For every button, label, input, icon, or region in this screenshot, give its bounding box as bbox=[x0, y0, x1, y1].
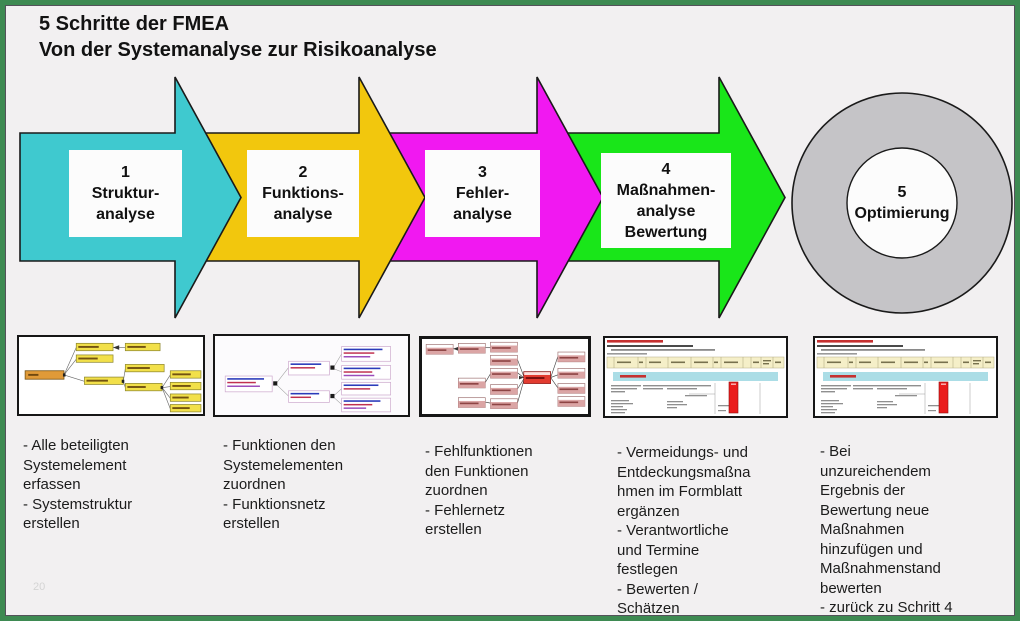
step-4-thumbnail-fmea-form bbox=[603, 336, 788, 418]
failure-net-graphic bbox=[422, 339, 588, 414]
step-4-label: 4 Maßnahmen- analyse Bewertung bbox=[601, 153, 731, 248]
optimization-ring-inner bbox=[846, 147, 958, 259]
step-5-thumbnail-fmea-form bbox=[813, 336, 998, 418]
step-3-label: 3 Fehler- analyse bbox=[425, 150, 540, 237]
step-1-thumbnail-structure-tree bbox=[17, 335, 205, 416]
step-4-description: - Vermeidungs- und Entdeckungsmaßna hmen… bbox=[617, 444, 751, 617]
step-2-label: 2 Funktions- analyse bbox=[247, 150, 359, 237]
page-title: 5 Schritte der FMEA Von der Systemanalys… bbox=[39, 11, 437, 63]
fmea-form-graphic bbox=[605, 338, 786, 416]
title-line-2: Von der Systemanalyse zur Risikoanalyse bbox=[39, 39, 437, 61]
step-2-description: - Funktionen den Systemelementen zuordne… bbox=[223, 437, 344, 532]
title-line-1: 5 Schritte der FMEA bbox=[39, 13, 230, 35]
step-5-label: 5 Optimierung bbox=[854, 184, 950, 222]
step-2-thumbnail-function-net bbox=[213, 334, 410, 417]
page-number: 20 bbox=[33, 581, 46, 593]
step-1-label: 1 Struktur- analyse bbox=[69, 150, 182, 237]
fmea-form-graphic bbox=[815, 338, 996, 416]
function-net-graphic bbox=[215, 336, 408, 415]
step-5-description: - Bei unzureichendem Ergebnis der Bewert… bbox=[820, 443, 953, 616]
step-3-thumbnail-failure-net bbox=[419, 336, 591, 417]
step-1-description: - Alle beteiligten Systemelement erfasse… bbox=[23, 437, 133, 532]
step-3-description: - Fehlfunktionen den Funktionen zuordnen… bbox=[425, 443, 533, 538]
structure-tree-graphic bbox=[19, 337, 203, 414]
